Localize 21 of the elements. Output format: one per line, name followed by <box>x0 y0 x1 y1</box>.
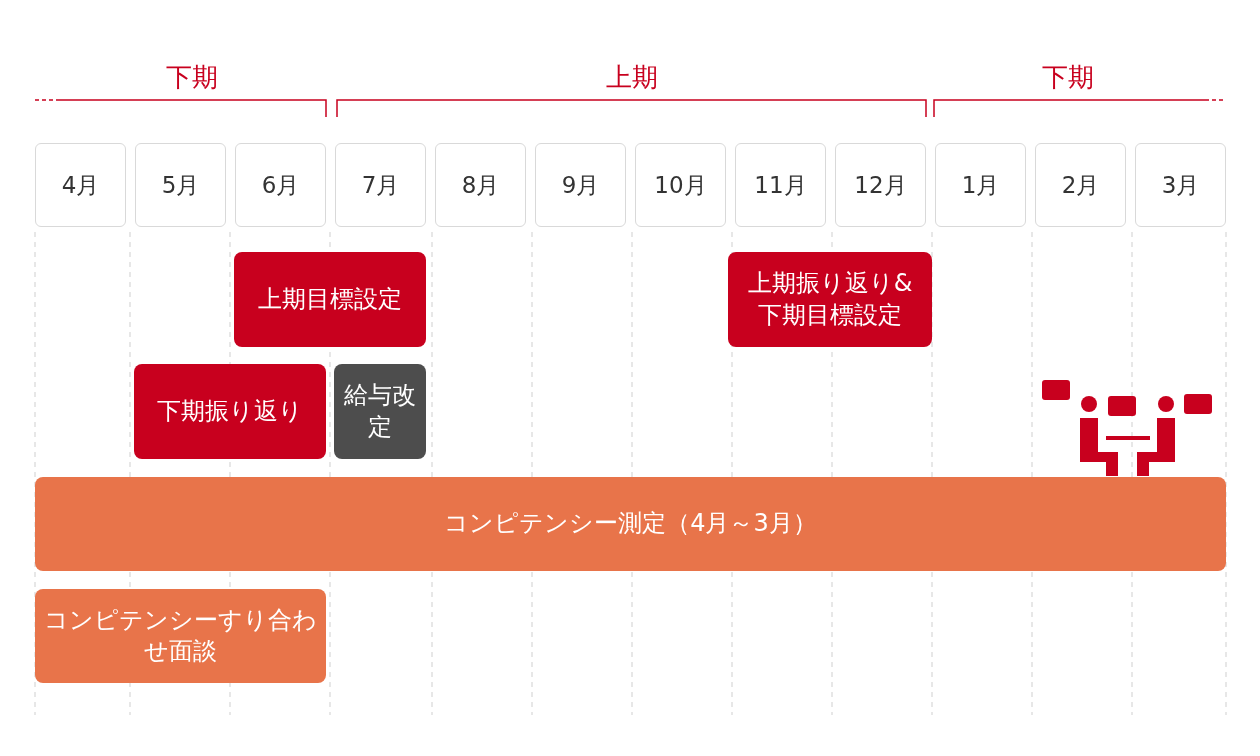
period-label: 下期 <box>166 61 218 94</box>
task-bar: 上期目標設定 <box>234 252 426 347</box>
month-box: 7月 <box>335 143 426 227</box>
task-bar: コンピテンシー測定（4月～3月） <box>35 477 1226 571</box>
month-box: 8月 <box>435 143 526 227</box>
month-box: 1月 <box>935 143 1026 227</box>
task-bar: 上期振り返り&下期目標設定 <box>728 252 932 347</box>
month-box: 2月 <box>1035 143 1126 227</box>
period-label: 上期 <box>606 61 658 94</box>
month-box: 4月 <box>35 143 126 227</box>
month-box: 5月 <box>135 143 226 227</box>
month-box: 3月 <box>1135 143 1226 227</box>
month-box: 6月 <box>235 143 326 227</box>
month-box: 11月 <box>735 143 826 227</box>
task-bar: コンピテンシーすり合わせ面談 <box>35 589 326 683</box>
task-bar: 下期振り返り <box>134 364 326 459</box>
month-box: 9月 <box>535 143 626 227</box>
task-bar: 給与改定 <box>334 364 426 459</box>
month-box: 10月 <box>635 143 726 227</box>
month-box: 12月 <box>835 143 926 227</box>
period-label: 下期 <box>1042 61 1094 94</box>
